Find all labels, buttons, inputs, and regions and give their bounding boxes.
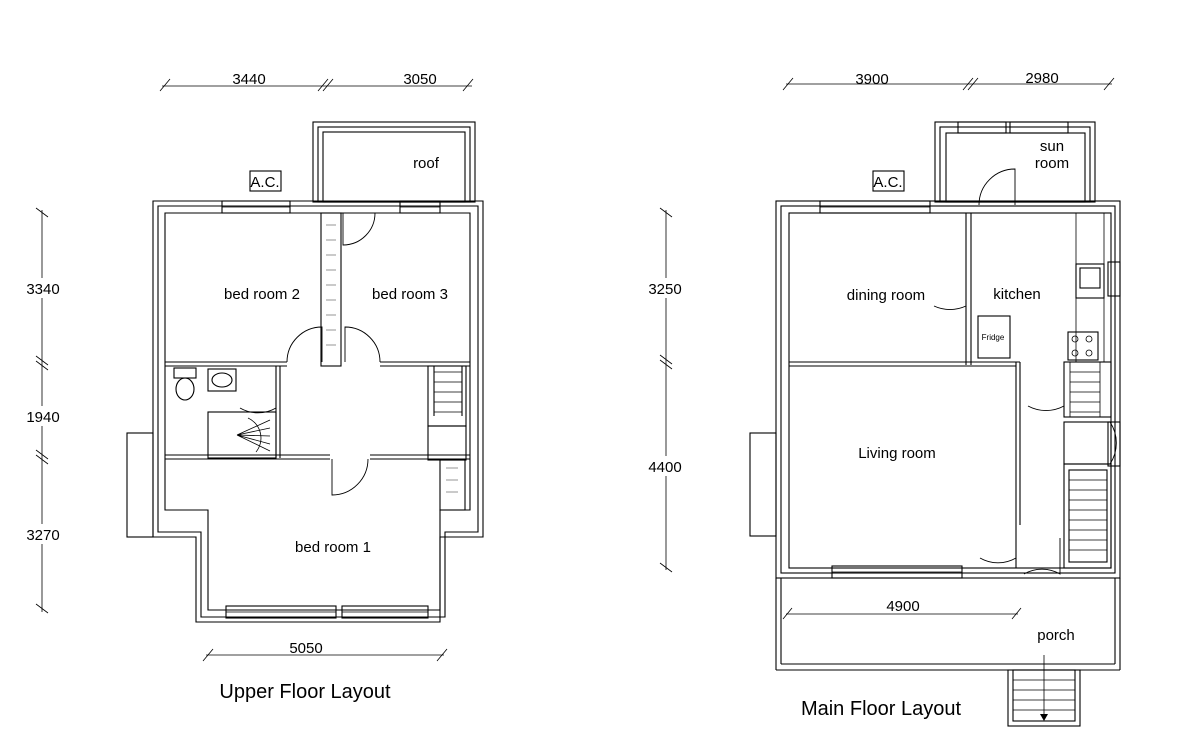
upper-floor-plan: 3440 3050 3340 1940 3270 (22, 71, 484, 703)
main-floor-plan: 3900 2980 3250 4400 (645, 70, 1121, 727)
main-porch: 4900 (775, 578, 1121, 727)
upper-ac-box (249, 170, 282, 192)
main-outer-walls (749, 200, 1121, 579)
fridge-icon: Fridge (977, 315, 1011, 359)
upper-bottom-dimension: 5050 (202, 640, 448, 662)
main-ac-box (872, 170, 905, 192)
upper-dim-top-left: 3440 (232, 71, 265, 88)
sun-room-label-2: room (1035, 155, 1069, 172)
kitchen-label: kitchen (993, 286, 1041, 303)
upper-doors (239, 212, 381, 496)
main-ac-label: A.C. (873, 174, 902, 191)
main-dim-top-left: 3900 (855, 71, 888, 88)
upper-roof-label: roof (413, 155, 440, 172)
upper-bathroom-fixtures (173, 367, 271, 453)
shower-icon (236, 417, 271, 453)
main-windows (819, 200, 1121, 579)
fridge-label: Fridge (982, 333, 1005, 342)
sun-room-label-1: sun (1040, 138, 1064, 155)
upper-dim-side-1: 3340 (26, 281, 59, 298)
stove-icon (1067, 331, 1099, 361)
main-side-dimension: 3250 4400 (645, 207, 687, 573)
dining-room-label: dining room (847, 287, 925, 304)
upper-top-dimension: 3440 3050 (159, 71, 474, 92)
upper-outer-walls (126, 200, 484, 623)
living-room-label: Living room (858, 445, 936, 462)
upper-floor-title: Upper Floor Layout (219, 681, 391, 703)
upper-dim-side-2: 1940 (26, 409, 59, 426)
toilet-icon (173, 367, 197, 401)
upper-interior-walls (165, 212, 470, 511)
main-dim-top-right: 2980 (1025, 70, 1058, 87)
main-dim-side-1: 3250 (648, 281, 681, 298)
main-dim-porch: 4900 (886, 598, 919, 615)
upper-roof (312, 121, 476, 203)
bed-room-3-label: bed room 3 (372, 286, 448, 303)
main-top-dimension: 3900 2980 (782, 70, 1115, 91)
bed-room-1-label: bed room 1 (295, 539, 371, 556)
main-floor-title: Main Floor Layout (801, 698, 962, 720)
main-dim-side-2: 4400 (648, 459, 681, 476)
main-interior-walls (789, 213, 1112, 569)
porch-label: porch (1037, 627, 1075, 644)
main-doors (933, 168, 1117, 575)
sink-icon (207, 368, 237, 392)
upper-side-dimension: 3340 1940 3270 (22, 207, 62, 614)
main-kitchen-appliances: Fridge (977, 263, 1105, 361)
upper-windows (221, 200, 441, 619)
upper-ac-label: A.C. (250, 174, 279, 191)
bed-room-2-label: bed room 2 (224, 286, 300, 303)
upper-dim-bottom: 5050 (289, 640, 322, 657)
sink-icon (1075, 263, 1105, 299)
upper-dim-top-right: 3050 (403, 71, 436, 88)
upper-dim-side-3: 3270 (26, 527, 59, 544)
